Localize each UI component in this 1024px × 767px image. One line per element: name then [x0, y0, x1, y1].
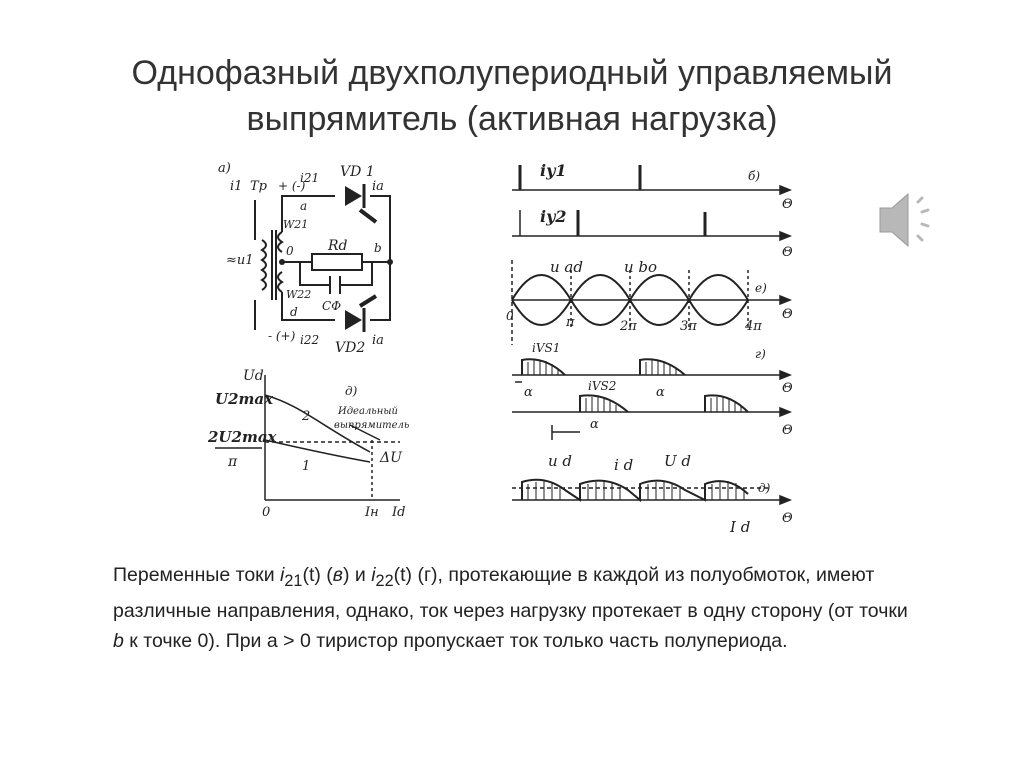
ubo-label: u bo	[624, 258, 657, 276]
i21-label: i21	[300, 171, 319, 185]
b-label: b	[374, 241, 382, 255]
speaker-icon[interactable]	[870, 180, 950, 260]
ideal-label-2: выпрямитель	[334, 420, 409, 431]
title-line-1: Однофазный двухполупериодный управляемый	[131, 54, 893, 92]
plus-minus-label: + (-)	[278, 179, 306, 193]
u2max-label: U2max	[215, 390, 274, 408]
ia-top-label: ia	[372, 179, 384, 194]
u1-label: ≈u1	[226, 253, 254, 268]
panel-b-label: б)	[748, 169, 760, 183]
theta-label-1: Θ	[782, 197, 793, 212]
panel-d-label: д)	[345, 384, 358, 398]
caption-text: Переменные токи i21(t) (в) и i22(t) (г),…	[113, 564, 908, 652]
vd2-diode	[345, 294, 378, 332]
iy1-label: iy1	[540, 161, 567, 180]
circuit-lines	[254, 195, 391, 330]
curve-2	[264, 394, 371, 453]
iy2-label: iy2	[540, 207, 567, 226]
i1-label: i1	[230, 179, 242, 194]
id-bottom-label: I d	[729, 518, 750, 536]
pi-label: π	[227, 454, 238, 470]
ivs1-label: iVS1	[532, 341, 560, 355]
ideal-label-1: Идеальный	[337, 406, 398, 417]
tr-label: Tp	[250, 179, 268, 194]
panel-g-label: г)	[755, 347, 766, 361]
curve-2-label: 2	[301, 409, 310, 424]
title-line-2: выпрямитель (активная нагрузка)	[246, 100, 778, 138]
w21-label: W21	[283, 218, 308, 231]
origin-label: 0	[262, 505, 270, 520]
i22-label: i22	[300, 333, 319, 347]
uad-label: u ad	[550, 258, 583, 276]
ud-axis-label: Ud	[243, 368, 264, 384]
panel-d2-label: д)	[758, 481, 771, 495]
theta-label-2: Θ	[782, 245, 793, 260]
zero-wave-label: 0	[506, 309, 514, 323]
4pi-label: 4π	[744, 319, 762, 334]
slide-title: Однофазный двухполупериодный управляемый…	[60, 50, 964, 142]
delta-u-label: ΔU	[379, 450, 403, 466]
a-label: a	[300, 199, 307, 213]
theta-label-5: Θ	[782, 423, 793, 438]
alpha2-label: α	[656, 385, 665, 400]
w22-label: W22	[286, 288, 311, 301]
ivs2-label: iVS2	[588, 379, 616, 393]
id-axis-label: Id	[391, 505, 405, 520]
theta-label-4: Θ	[782, 381, 793, 396]
2pi-label: 2π	[619, 319, 637, 334]
3pi-label: 3π	[680, 319, 697, 334]
pi-wave-label: π	[565, 315, 575, 330]
theta-label-6: Θ	[782, 511, 793, 526]
2u2max-label: 2U2max	[207, 428, 278, 446]
minus-plus-label: - (+)	[268, 329, 296, 343]
d-label: d	[290, 305, 298, 319]
ud-right-label: U d	[664, 452, 691, 470]
vd1-label: VD 1	[340, 164, 375, 180]
panel-e-label: е)	[755, 281, 767, 295]
theta-label-3: Θ	[782, 307, 793, 322]
ia-bottom-label: ia	[372, 333, 384, 348]
id-small-label: i d	[614, 456, 633, 474]
in-label: Iн	[364, 505, 379, 520]
ideal-leader	[349, 424, 381, 441]
vd2-label: VD2	[335, 340, 365, 356]
cf-label: CФ	[322, 299, 341, 313]
hatch-marks	[527, 360, 745, 500]
rd-label: Rd	[327, 238, 348, 254]
curve-1-label: 1	[302, 459, 310, 474]
vd1-diode	[345, 184, 378, 224]
node-0	[279, 259, 285, 265]
ud-small-label: u d	[548, 452, 572, 470]
node-b	[387, 259, 393, 265]
alpha3-label: α	[590, 417, 599, 432]
panel-a-label: а)	[218, 161, 231, 176]
zero-label: 0	[286, 244, 294, 258]
alpha1-label: α	[524, 385, 533, 400]
